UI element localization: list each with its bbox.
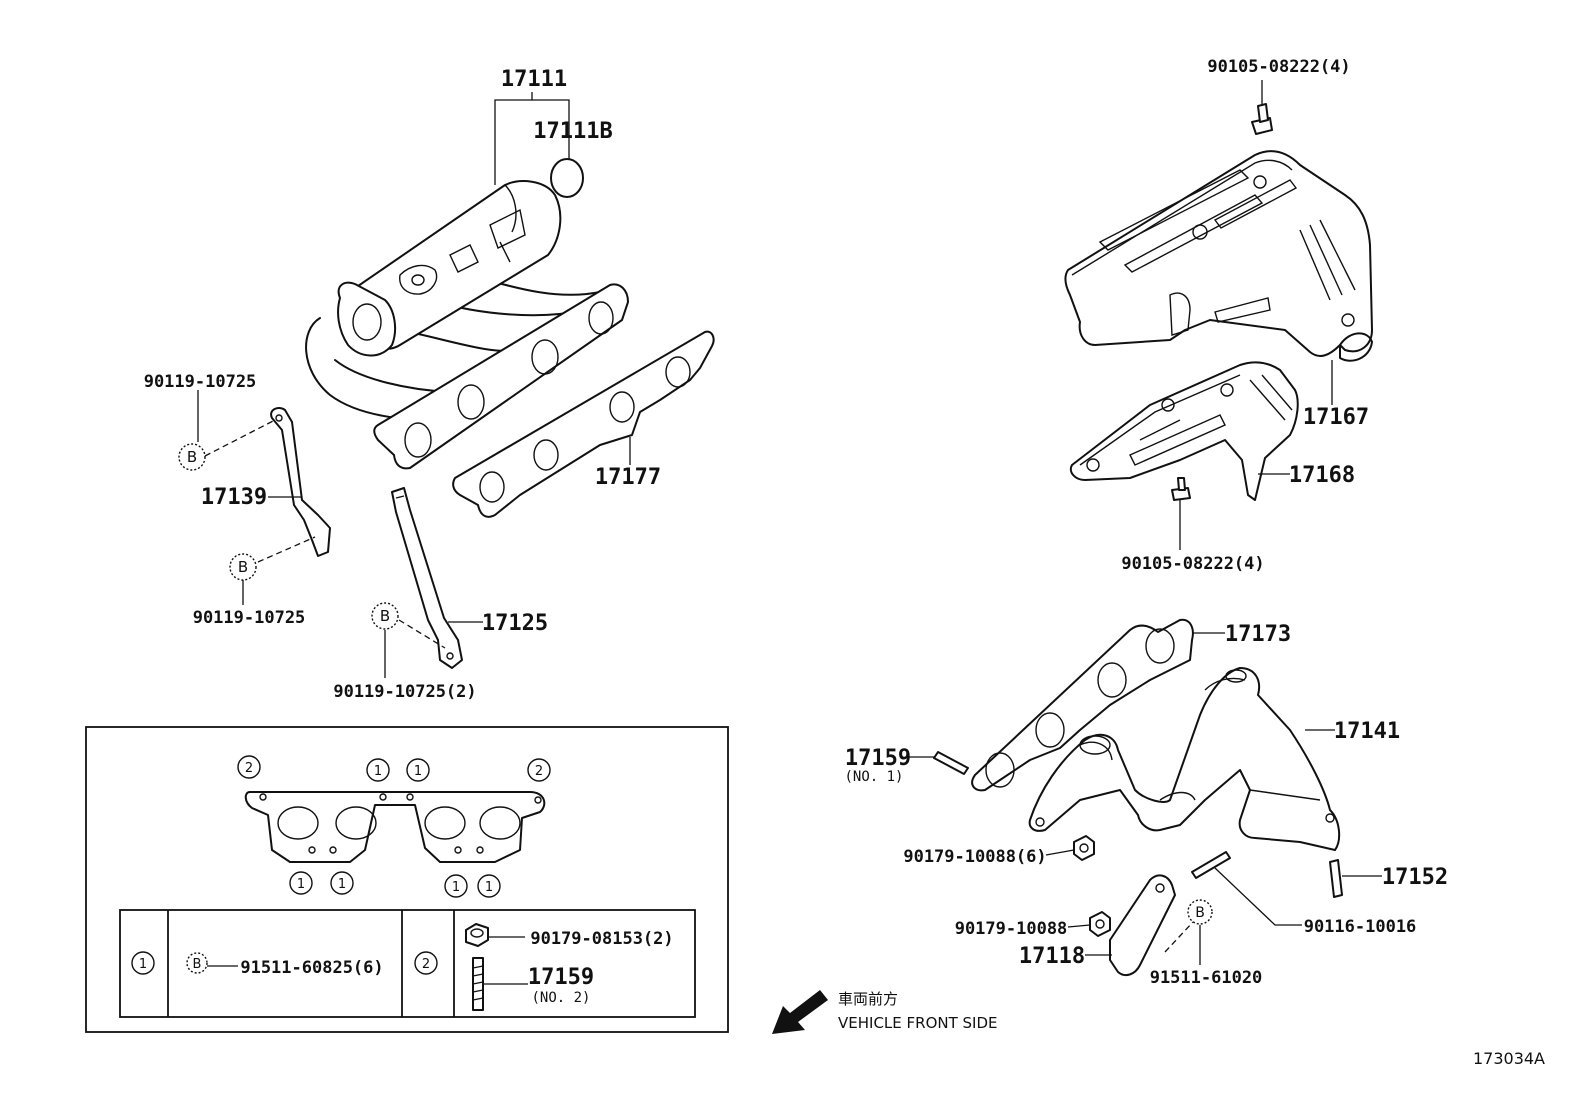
svg-text:B: B xyxy=(193,957,202,972)
vehicle-front-indicator: 車両前方 VEHICLE FRONT SIDE xyxy=(772,990,998,1034)
svg-text:B: B xyxy=(238,558,248,576)
label-17125: 17125 xyxy=(482,611,548,636)
label-90105-top: 90105-08222(4) xyxy=(1207,57,1350,77)
label-90119-17125: 90119-10725(2) xyxy=(333,682,476,702)
stud-17159-drawing xyxy=(933,751,969,775)
legend-stud-icon xyxy=(472,957,484,1011)
svg-text:B: B xyxy=(187,448,197,466)
label-17118: 17118 xyxy=(1019,944,1085,969)
label-17168: 17168 xyxy=(1289,463,1355,488)
intake-gasket-drawing xyxy=(452,330,715,518)
gasket-marker: 1 xyxy=(406,758,430,782)
svg-text:1: 1 xyxy=(414,764,422,779)
svg-text:2: 2 xyxy=(422,957,430,972)
legend-17159: 17159 xyxy=(528,965,594,990)
legend-90179-08153: 90179-08153(2) xyxy=(530,929,673,949)
label-17177: 17177 xyxy=(595,465,661,490)
label-90105-bottom: 90105-08222(4) xyxy=(1121,554,1264,574)
svg-text:1: 1 xyxy=(139,957,147,972)
gasket-marker: 1 xyxy=(366,758,390,782)
stud-17152-drawing xyxy=(1329,859,1343,898)
nut-90179-10088-drawing xyxy=(1089,911,1111,937)
legend-key-2: 2 xyxy=(414,951,438,975)
gasket-marker: 2 xyxy=(527,758,551,782)
label-17111: 17111 xyxy=(501,67,567,92)
label-17141: 17141 xyxy=(1334,719,1400,744)
figure-reference: 173034A xyxy=(1473,1049,1545,1068)
label-17167: 17167 xyxy=(1303,405,1369,430)
exhaust-gasket-drawing xyxy=(971,618,1194,792)
legend-key-1: 1 xyxy=(131,951,155,975)
insulator-bolt-bottom-drawing xyxy=(1171,477,1191,501)
gasket-marker: 1 xyxy=(444,874,468,898)
b-marker-17125: B xyxy=(371,602,399,630)
heat-insulator-upper-drawing xyxy=(1064,150,1373,362)
stud-90116-10016-drawing xyxy=(1191,851,1231,879)
manifold-stay-17139-drawing xyxy=(270,407,331,557)
heat-insulator-lower-drawing xyxy=(1069,361,1299,501)
b-marker-91511: B xyxy=(1187,899,1213,925)
gasket-marker: 2 xyxy=(237,755,261,779)
label-17159: 17159 xyxy=(845,746,911,771)
label-91511-61020: 91511-61020 xyxy=(1150,968,1263,988)
leader-lines xyxy=(197,80,1382,965)
label-17173: 17173 xyxy=(1225,622,1291,647)
legend-b-marker: B xyxy=(186,952,208,974)
label-90116-10016: 90116-10016 xyxy=(1304,917,1417,937)
label-90119-upper: 90119-10725 xyxy=(144,372,257,392)
front-label-japanese: 車両前方 xyxy=(838,990,898,1008)
gasket-marker: 1 xyxy=(330,871,354,895)
svg-text:1: 1 xyxy=(485,880,493,895)
tightening-legend: 2 1 1 2 1 1 1 1 xyxy=(85,726,729,1033)
svg-text:1: 1 xyxy=(374,764,382,779)
exhaust-manifold-drawing xyxy=(1028,667,1341,851)
gasket-marker: 1 xyxy=(477,874,501,898)
gasket-marker: 1 xyxy=(289,871,313,895)
legend-17159-note: (NO. 2) xyxy=(531,990,590,1006)
b-marker-lower: B xyxy=(229,553,257,581)
label-17159-note: (NO. 1) xyxy=(844,769,903,785)
label-90179-10088: 90179-10088 xyxy=(955,919,1068,939)
svg-text:1: 1 xyxy=(297,877,305,892)
label-17111b: 17111B xyxy=(533,119,612,144)
b-marker-upper: B xyxy=(178,443,206,471)
front-label-english: VEHICLE FRONT SIDE xyxy=(838,1014,998,1032)
svg-text:B: B xyxy=(1195,905,1205,921)
nut-90179-10088-6-drawing xyxy=(1073,835,1095,861)
label-17139: 17139 xyxy=(201,485,267,510)
legend-nut-icon xyxy=(465,923,489,947)
svg-text:B: B xyxy=(380,607,390,625)
svg-text:1: 1 xyxy=(452,880,460,895)
label-17152: 17152 xyxy=(1382,865,1448,890)
label-90179-10088-6: 90179-10088(6) xyxy=(903,847,1046,867)
bracket-17118-drawing xyxy=(1109,874,1176,977)
insulator-bolt-top-drawing xyxy=(1251,103,1273,135)
label-90119-lower: 90119-10725 xyxy=(193,608,306,628)
svg-text:2: 2 xyxy=(245,761,253,776)
front-arrow-icon xyxy=(772,990,828,1034)
svg-text:1: 1 xyxy=(338,877,346,892)
svg-text:2: 2 xyxy=(535,764,543,779)
intake-manifold-drawing xyxy=(305,158,629,470)
manifold-stay-17125-drawing xyxy=(391,487,463,669)
legend-91511-60825: 91511-60825(6) xyxy=(240,958,383,978)
